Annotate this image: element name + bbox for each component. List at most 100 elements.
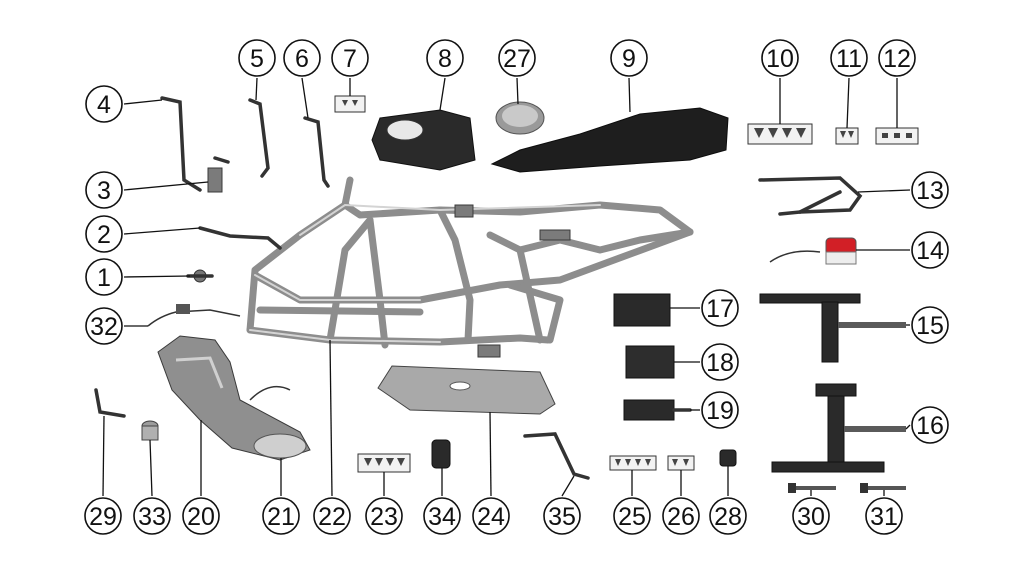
callout-33: 33 xyxy=(133,497,171,535)
callout-26: 26 xyxy=(662,497,700,535)
svg-text:23: 23 xyxy=(370,503,398,531)
part-bolts-11 xyxy=(835,127,859,145)
svg-text:25: 25 xyxy=(618,503,646,531)
part-bushing xyxy=(431,439,451,469)
svg-text:10: 10 xyxy=(766,45,794,73)
callout-13: 13 xyxy=(911,171,949,209)
svg-text:29: 29 xyxy=(89,503,117,531)
part-battery-box xyxy=(613,293,671,327)
svg-text:13: 13 xyxy=(916,177,944,205)
part-clamp-3 xyxy=(207,156,230,193)
svg-text:2: 2 xyxy=(97,221,111,249)
svg-text:22: 22 xyxy=(318,503,346,531)
callout-8: 8 xyxy=(426,39,464,77)
callout-17: 17 xyxy=(701,289,739,327)
svg-text:15: 15 xyxy=(916,312,944,340)
callout-6: 6 xyxy=(283,39,321,77)
part-bracket-1 xyxy=(186,269,214,283)
part-battery-cover xyxy=(625,345,675,379)
callout-14: 14 xyxy=(911,231,949,269)
part-wiring xyxy=(147,304,241,327)
callout-12: 12 xyxy=(878,39,916,77)
svg-text:7: 7 xyxy=(343,45,357,73)
callout-3: 3 xyxy=(85,171,123,209)
svg-text:6: 6 xyxy=(295,45,309,73)
callout-4: 4 xyxy=(85,85,123,123)
callout-35: 35 xyxy=(543,497,581,535)
callout-11: 11 xyxy=(830,39,868,77)
svg-text:3: 3 xyxy=(97,177,111,205)
callout-2: 2 xyxy=(85,215,123,253)
svg-text:28: 28 xyxy=(714,503,742,531)
svg-text:1: 1 xyxy=(97,264,111,292)
svg-text:11: 11 xyxy=(836,45,862,73)
svg-text:33: 33 xyxy=(138,503,166,531)
callout-7: 7 xyxy=(331,39,369,77)
callout-30: 30 xyxy=(792,497,830,535)
part-bolt-31 xyxy=(860,483,906,493)
part-fuel-cap xyxy=(495,101,545,135)
part-strap xyxy=(623,399,692,421)
svg-text:9: 9 xyxy=(622,45,636,73)
part-swingarm-16 xyxy=(771,383,906,473)
part-tail-light xyxy=(769,237,857,265)
part-seat xyxy=(490,107,729,173)
svg-text:4: 4 xyxy=(97,91,111,119)
callout-24: 24 xyxy=(472,497,510,535)
callout-25: 25 xyxy=(613,497,651,535)
part-headlight xyxy=(253,433,307,459)
callout-27: 27 xyxy=(498,39,536,77)
svg-text:20: 20 xyxy=(187,503,215,531)
part-bar-4 xyxy=(160,96,202,192)
part-fitting xyxy=(719,449,737,467)
part-rod-2 xyxy=(198,226,282,250)
callout-15: 15 xyxy=(911,306,949,344)
callout-10: 10 xyxy=(761,39,799,77)
part-bolt-30 xyxy=(788,483,836,493)
svg-text:18: 18 xyxy=(706,349,734,377)
svg-text:8: 8 xyxy=(438,45,452,73)
callout-23: 23 xyxy=(365,497,403,535)
svg-text:35: 35 xyxy=(548,503,576,531)
callout-32: 32 xyxy=(85,307,123,345)
part-bolts-25 xyxy=(609,455,657,471)
callout-34: 34 xyxy=(423,497,461,535)
part-frame xyxy=(246,176,694,358)
svg-text:16: 16 xyxy=(916,412,944,440)
callout-29: 29 xyxy=(84,497,122,535)
callout-28: 28 xyxy=(709,497,747,535)
callout-18: 18 xyxy=(701,343,739,381)
callouts: 1 2 3 4 5 6 7 8 27 9 10 11 12 13 14 15 1… xyxy=(84,39,949,535)
part-kick-lever xyxy=(523,432,590,480)
svg-text:27: 27 xyxy=(503,45,531,73)
part-bracket-5 xyxy=(248,98,270,178)
svg-text:30: 30 xyxy=(797,503,825,531)
part-swingarm-15 xyxy=(759,293,906,363)
callout-31: 31 xyxy=(865,497,903,535)
part-bolts-10 xyxy=(747,123,813,145)
svg-text:34: 34 xyxy=(428,503,456,531)
callout-5: 5 xyxy=(238,39,276,77)
part-bracket-29 xyxy=(94,388,126,418)
svg-text:17: 17 xyxy=(706,295,734,323)
callout-22: 22 xyxy=(313,497,351,535)
part-fuel-tank xyxy=(371,109,476,171)
svg-text:24: 24 xyxy=(477,503,505,531)
part-skid-plate xyxy=(377,365,556,415)
part-rear-rack xyxy=(758,176,863,216)
callout-19: 19 xyxy=(701,391,739,429)
svg-text:5: 5 xyxy=(250,45,264,73)
part-spacer xyxy=(141,420,159,441)
svg-text:14: 14 xyxy=(916,237,944,265)
svg-text:26: 26 xyxy=(667,503,695,531)
part-bolts-7 xyxy=(334,95,366,113)
svg-text:19: 19 xyxy=(706,397,734,425)
svg-text:31: 31 xyxy=(870,503,898,531)
callout-16: 16 xyxy=(911,406,949,444)
part-nuts-12 xyxy=(875,127,919,145)
svg-text:32: 32 xyxy=(90,313,118,341)
svg-text:12: 12 xyxy=(883,45,911,73)
leader-lines xyxy=(102,77,911,497)
callout-21: 21 xyxy=(262,497,300,535)
